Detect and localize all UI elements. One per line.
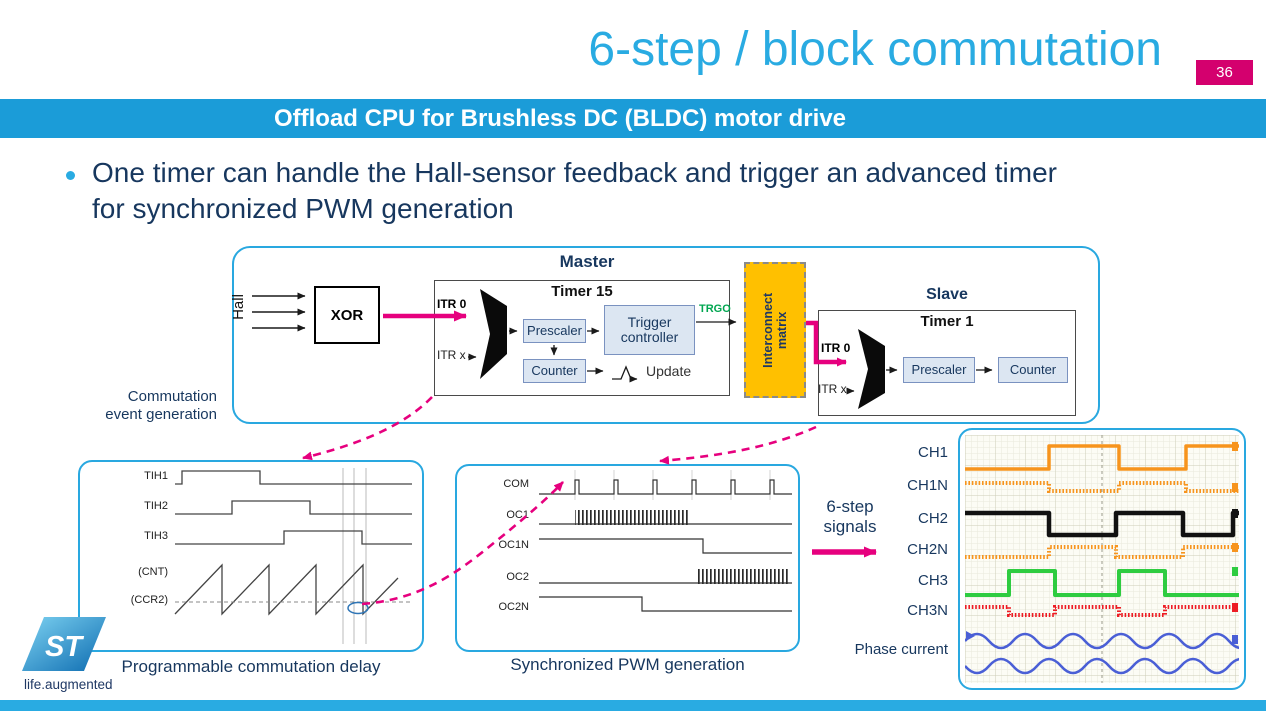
pwm-signal-traces xyxy=(539,479,792,612)
signal-label: OC1 xyxy=(506,509,529,521)
bullet-text: One timer can handle the Hall-sensor fee… xyxy=(92,157,1057,225)
slave-to-pwm-panel-arrow xyxy=(659,425,817,465)
slave-label: Slave xyxy=(926,286,968,303)
st-logo-text: ST xyxy=(45,631,84,663)
ch2-trace xyxy=(965,510,1239,538)
ch1n-trace xyxy=(965,481,1239,493)
interconnect-matrix-label: Interconnect matrix xyxy=(760,292,790,368)
master-label: Master xyxy=(559,252,615,271)
signal-label: (CNT) xyxy=(138,566,168,578)
ch1-trace xyxy=(965,444,1239,471)
timer1-title: Timer 1 xyxy=(920,313,974,330)
pwm-waveform-panel: COM OC1 OC1N OC2 OC2N xyxy=(455,464,800,652)
signal-label: OC2 xyxy=(506,571,529,583)
signal-label: COM xyxy=(503,478,529,490)
phase-current-trace-a xyxy=(965,632,1239,650)
timer15-prescaler-box: Prescaler xyxy=(523,319,586,343)
timer15-counter-box: Counter xyxy=(523,359,586,383)
scope-channel-label: Phase current xyxy=(854,641,948,658)
signal-label: TIH2 xyxy=(144,500,168,512)
update-label: Update xyxy=(646,363,692,379)
scope-channel-label: CH3 xyxy=(917,572,948,589)
trigger-controller-box: Trigger controller xyxy=(604,305,695,355)
st-logo: ST xyxy=(22,617,106,671)
xor-box: XOR xyxy=(314,286,380,344)
timer1-itr0-label: ITR 0 xyxy=(821,341,851,355)
timer1-itrx-label: ITR x xyxy=(818,382,847,396)
st-tagline: life.augmented xyxy=(24,677,113,692)
timer15-itrx-label: ITR x xyxy=(437,348,466,362)
hall-waveform-panel: TIH1 TIH2 TIH3 (CNT) (CCR2) xyxy=(78,460,424,652)
oc1-pwm-burst xyxy=(575,510,689,525)
oc2n-trace xyxy=(539,596,792,612)
signal-label: (CCR2) xyxy=(130,594,168,606)
signal-label: TIH1 xyxy=(144,470,168,482)
trgo-label: TRGO xyxy=(699,303,731,315)
phase-current-marker-icon xyxy=(966,631,975,641)
signal-label: OC1N xyxy=(498,539,529,551)
interconnect-matrix-box: Interconnect matrix xyxy=(744,262,806,398)
tih1-trace xyxy=(175,470,412,485)
channel-edge-markers xyxy=(1232,442,1238,644)
page-number-badge: 36 xyxy=(1196,60,1253,85)
oc1n-trace xyxy=(539,538,792,554)
ccr2-highlight-ellipse xyxy=(347,601,369,615)
scope-channel-label: CH1N xyxy=(907,477,948,494)
timer15-itr0-label: ITR 0 xyxy=(437,297,467,311)
timer1-counter-box: Counter xyxy=(998,357,1068,383)
phase-current-trace-b xyxy=(965,657,1239,675)
com-gridlines xyxy=(574,470,771,500)
six-step-signals-label: 6-step signals xyxy=(823,497,877,537)
signal-label: OC2N xyxy=(498,601,529,613)
ch3-trace xyxy=(965,569,1239,597)
timer1-prescaler-box: Prescaler xyxy=(903,357,975,383)
pwm-waveforms-svg xyxy=(539,470,792,612)
oscilloscope-panel xyxy=(958,428,1246,690)
cnt-sawtooth-trace xyxy=(174,563,399,616)
banner-text: Offload CPU for Brushless DC (BLDC) moto… xyxy=(273,105,847,132)
scope-channel-label: CH2 xyxy=(917,510,948,527)
scope-channel-label: CH2N xyxy=(907,541,948,558)
timer15-title: Timer 15 xyxy=(551,283,613,300)
tih3-trace xyxy=(175,530,412,545)
scope-channel-label: CH1 xyxy=(917,444,948,461)
signal-label: TIH3 xyxy=(144,530,168,542)
banner: Offload CPU for Brushless DC (BLDC) moto… xyxy=(0,99,1266,138)
hall-signal-traces xyxy=(174,470,412,616)
timer15-box xyxy=(434,280,730,396)
oc2-pwm-burst xyxy=(697,569,790,584)
oscilloscope-svg xyxy=(965,435,1239,683)
hall-waveforms-svg xyxy=(174,468,412,644)
tih2-trace xyxy=(175,500,412,515)
hall-label: Hall xyxy=(230,294,247,320)
st-logo-shape xyxy=(22,617,106,671)
pwm-panel-caption: Synchronized PWM generation xyxy=(510,655,745,674)
commutation-event-label: Commutation event generation xyxy=(105,388,217,423)
ch2n-trace xyxy=(965,545,1239,559)
bottom-accent-bar xyxy=(0,700,1266,711)
scope-channel-label: CH3N xyxy=(907,602,948,619)
bullet-dot xyxy=(66,171,75,180)
page-title: 6-step / block commutation xyxy=(588,23,1162,76)
event-gridlines xyxy=(342,468,367,644)
ch3n-trace xyxy=(965,605,1239,617)
hall-panel-caption: Programmable commutation delay xyxy=(121,657,381,676)
com-trace xyxy=(539,479,792,495)
